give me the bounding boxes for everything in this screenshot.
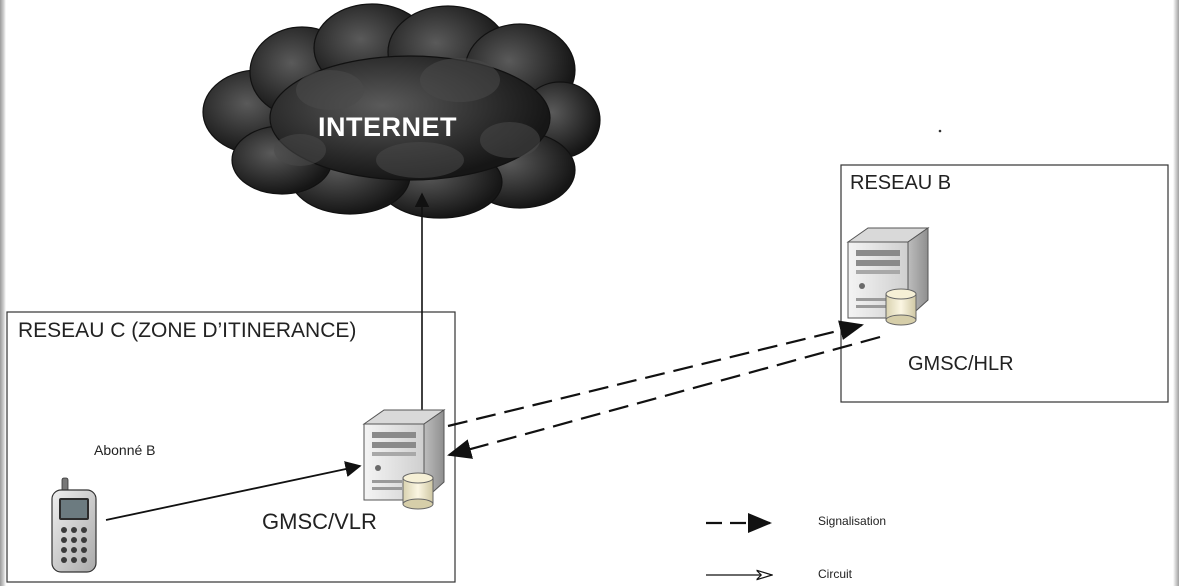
scan-edge-right <box>1173 0 1179 586</box>
network-c-title: RESEAU C (ZONE D’ITINERANCE) <box>18 319 357 342</box>
database-icon <box>885 288 917 326</box>
hlr-label: GMSC/HLR <box>908 353 1014 375</box>
circuit-link-phone-vlr <box>105 461 362 521</box>
signal-link-hlr-vlr <box>447 335 881 459</box>
legend-signal-label: Signalisation <box>818 514 887 528</box>
legend-circuit-label: Circuit <box>818 567 853 581</box>
subscriber-label: Abonné B <box>94 442 156 458</box>
database-icon <box>402 472 434 510</box>
scan-speck <box>938 129 942 133</box>
signal-link-vlr-hlr <box>447 320 864 428</box>
network-b-title: RESEAU B <box>850 172 952 194</box>
network-b-box <box>840 164 1169 403</box>
mobile-phone-icon <box>51 477 97 573</box>
scan-edge-left <box>0 0 6 586</box>
cloud-icon <box>202 3 601 219</box>
server-icon <box>362 409 446 502</box>
internet-label: INTERNET <box>318 112 457 142</box>
vlr-label: GMSC/VLR <box>262 509 377 534</box>
